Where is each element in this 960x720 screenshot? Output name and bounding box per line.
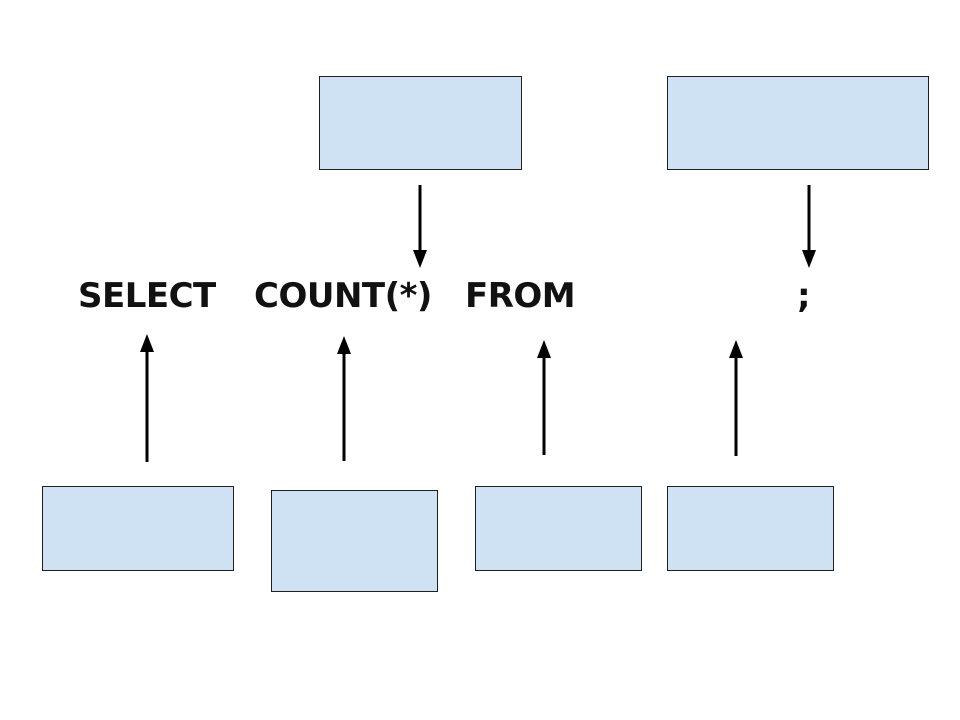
sql-count-function: COUNT(*) — [254, 276, 432, 316]
blank-box-bottom-table — [667, 486, 834, 571]
sql-semicolon: ; — [797, 276, 811, 316]
arrow-up-from — [537, 340, 551, 455]
blank-box-top-semicolon — [667, 76, 929, 170]
sql-from-keyword: FROM — [465, 276, 576, 316]
blank-box-top-count — [319, 76, 522, 170]
arrow-up-table — [729, 340, 743, 456]
blank-box-bottom-from — [475, 486, 642, 571]
arrow-down-count — [413, 185, 427, 268]
arrow-down-semicolon — [802, 185, 816, 268]
blank-box-bottom-select — [42, 486, 234, 571]
arrow-up-count — [337, 336, 351, 461]
blank-box-bottom-count — [271, 490, 438, 592]
arrow-up-select — [140, 334, 154, 462]
sql-select-keyword: SELECT — [78, 276, 216, 316]
